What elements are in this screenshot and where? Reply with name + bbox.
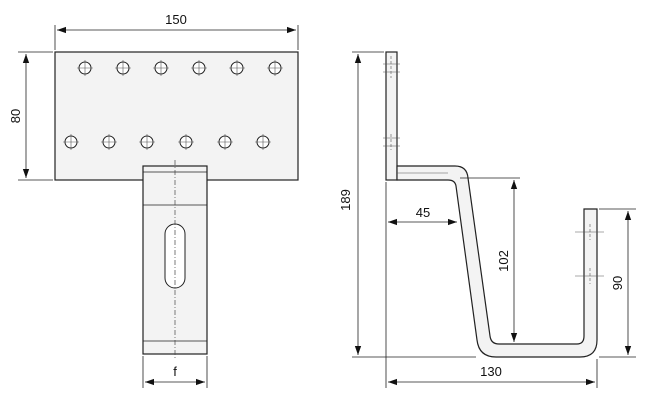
front-view: 150 80 f bbox=[8, 12, 299, 388]
dimension-drop: 102 bbox=[496, 250, 511, 272]
dimension-height: 80 bbox=[8, 109, 23, 123]
dimension-hook-height: 90 bbox=[610, 276, 625, 290]
side-plate bbox=[385, 51, 398, 181]
side-view: 189 45 102 90 130 bbox=[338, 51, 636, 388]
dimension-depth: 130 bbox=[480, 364, 502, 379]
dimension-offset: 45 bbox=[416, 205, 430, 220]
mounting-plate bbox=[54, 51, 299, 181]
dimension-total-height: 189 bbox=[338, 189, 353, 211]
hook-hole-marks bbox=[575, 224, 604, 284]
dimension-slot-width: f bbox=[173, 364, 177, 379]
hook-profile bbox=[396, 165, 598, 358]
dimension-width: 150 bbox=[165, 12, 187, 27]
hole-centre-marks bbox=[63, 60, 283, 150]
plate-hole-marks bbox=[383, 56, 400, 150]
